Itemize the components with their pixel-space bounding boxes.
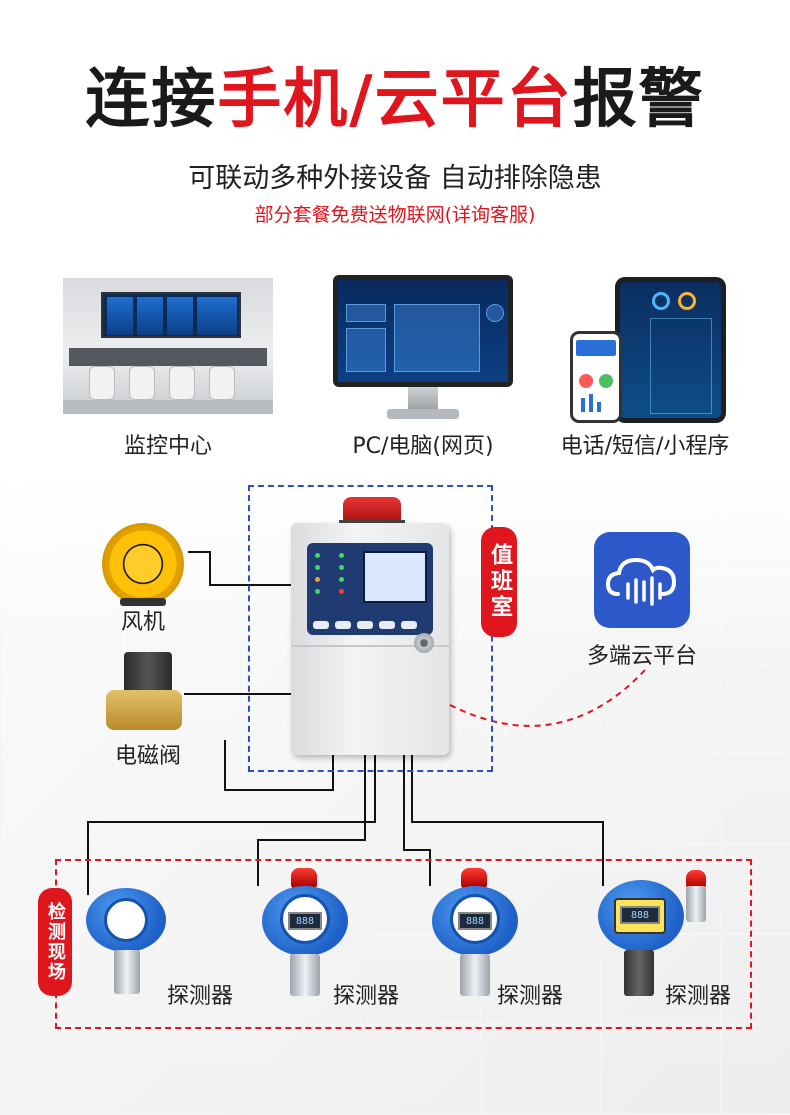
site-label: 检测现场: [38, 888, 72, 996]
fan-icon: [102, 523, 184, 605]
tablet-image: [615, 277, 726, 423]
gas-alarm-controller: [291, 523, 449, 755]
detector-3-label: 探测器: [496, 984, 563, 1009]
detector-2-label: 探测器: [332, 984, 399, 1009]
controller-lcd: [363, 551, 427, 603]
phone-image: [570, 331, 622, 423]
console-desk: [69, 348, 267, 366]
title-prefix: 连接: [85, 63, 218, 137]
detector-1-label: 探测器: [166, 984, 233, 1009]
video-wall: [101, 292, 241, 338]
controller-drop-1: [224, 740, 334, 791]
promo-note: 部分套餐免费送物联网(详询客服): [254, 204, 536, 226]
desktop-monitor-image: [333, 275, 513, 387]
title-highlight: 手机/云平台: [217, 63, 573, 137]
subtitle: 可联动多种外接设备 自动排除隐患: [188, 163, 602, 194]
control-room-image: [63, 278, 273, 414]
page-title: 连接手机/云平台报警: [0, 62, 790, 138]
cloud-signal-icon: [594, 532, 690, 628]
detector-3-wire: [403, 755, 431, 886]
valve-label: 电磁阀: [114, 744, 181, 769]
terminal-label-pc: PC/电脑(网页): [352, 434, 494, 459]
title-suffix: 报警: [572, 63, 705, 137]
controller-panel: [307, 543, 433, 635]
cloud-platform-label: 多端云平台: [586, 644, 697, 669]
detector-2-wire: [257, 755, 366, 886]
detector-4-label: 探测器: [664, 984, 731, 1009]
terminal-label-monitoring: 监控中心: [123, 434, 212, 459]
solenoid-valve-icon: [124, 652, 172, 694]
duty-room-label: 值班室: [481, 527, 517, 637]
valve-body: [106, 690, 182, 730]
key-lock-icon: [414, 633, 434, 653]
fan-wire: [188, 551, 291, 586]
terminal-label-phone: 电话/短信/小程序: [560, 434, 730, 459]
fan-label: 风机: [120, 610, 165, 635]
detector-1-wire: [87, 755, 376, 895]
detector-4-wire: [411, 755, 604, 886]
